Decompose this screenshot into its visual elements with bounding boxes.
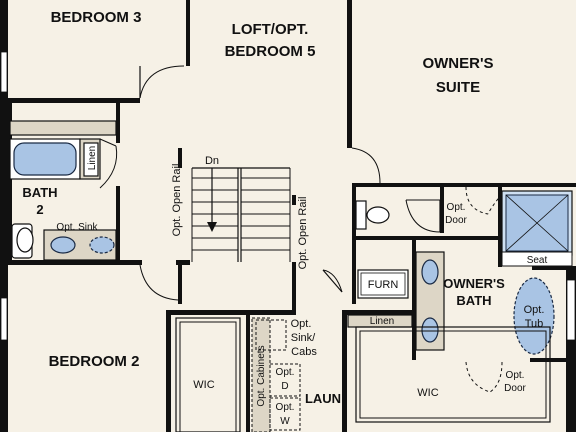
bedroom3-label: BEDROOM 3 — [51, 9, 142, 26]
bath2-linen-label: Linen — [87, 146, 98, 170]
owners-toilet — [355, 199, 441, 233]
owners-suite-door-swing — [351, 147, 381, 184]
bedroom2-door-swing — [139, 264, 179, 301]
opt-sink-cabs-label-line2: Sink/ — [291, 332, 316, 344]
owner-linen-label: Linen — [370, 316, 394, 327]
opt-dryer-label-line1: Opt. — [276, 367, 295, 378]
owner-wic-label: WIC — [417, 387, 438, 399]
shower-seat-label: Seat — [527, 255, 548, 266]
bedroom2-label: BEDROOM 2 — [49, 353, 140, 370]
laundry-label: LAUN — [305, 391, 341, 406]
left-wic — [175, 317, 241, 432]
shower — [501, 190, 573, 267]
loft-label-line2: BEDROOM 5 — [225, 43, 316, 60]
opt-door-bottom-label-line1: Opt. — [506, 370, 525, 381]
owners-suite-label-line2: SUITE — [436, 79, 480, 96]
furnace — [357, 269, 409, 299]
bath2-label-line1: BATH — [22, 185, 57, 200]
loft-label-line1: LOFT/OPT. — [232, 21, 309, 38]
opt-door-top-swing — [465, 186, 489, 215]
opt-door-top-label-line1: Opt. — [447, 202, 466, 213]
stairs — [191, 167, 291, 262]
dn-label: Dn — [205, 155, 219, 167]
bath2-label-line2: 2 — [36, 202, 43, 217]
opt-sink-label: Opt. Sink — [56, 222, 98, 233]
down-arrow-icon — [207, 222, 217, 232]
opt-dryer-label-line2: D — [281, 381, 288, 392]
bedroom3-door-swing — [139, 65, 185, 99]
furnace-label: FURN — [368, 279, 399, 291]
opt-door-top-label-line2: Door — [445, 215, 467, 226]
opt-sink-cabs-label-line3: Cabs — [291, 346, 317, 358]
laundry-fixtures — [251, 317, 301, 432]
left-wic-label: WIC — [193, 379, 214, 391]
opt-tub-label-line2: Tub — [525, 318, 544, 330]
opt-washer-label-line1: Opt. — [276, 402, 295, 413]
opt-washer-label-line2: W — [280, 416, 290, 427]
furnace-door-swing — [322, 269, 343, 293]
owners-bath-label-line1: OWNER'S — [443, 276, 505, 291]
owners-suite-label-line1: OWNER'S — [422, 55, 493, 72]
opt-open-rail-right-label: Opt. Open Rail — [297, 197, 309, 270]
opt-cabinets-label: Opt. Cabinets — [256, 345, 267, 406]
bath2-fixtures — [9, 120, 118, 261]
owners-bath-fixtures — [347, 251, 555, 355]
owners-wic — [355, 326, 551, 423]
opt-door-bottom-label-line2: Door — [504, 383, 526, 394]
opt-tub-label-line1: Opt. — [524, 304, 545, 316]
owners-bath-label-line2: BATH — [456, 293, 491, 308]
opt-open-rail-left-label: Opt. Open Rail — [171, 164, 183, 237]
opt-sink-cabs-label-line1: Opt. — [291, 318, 312, 330]
